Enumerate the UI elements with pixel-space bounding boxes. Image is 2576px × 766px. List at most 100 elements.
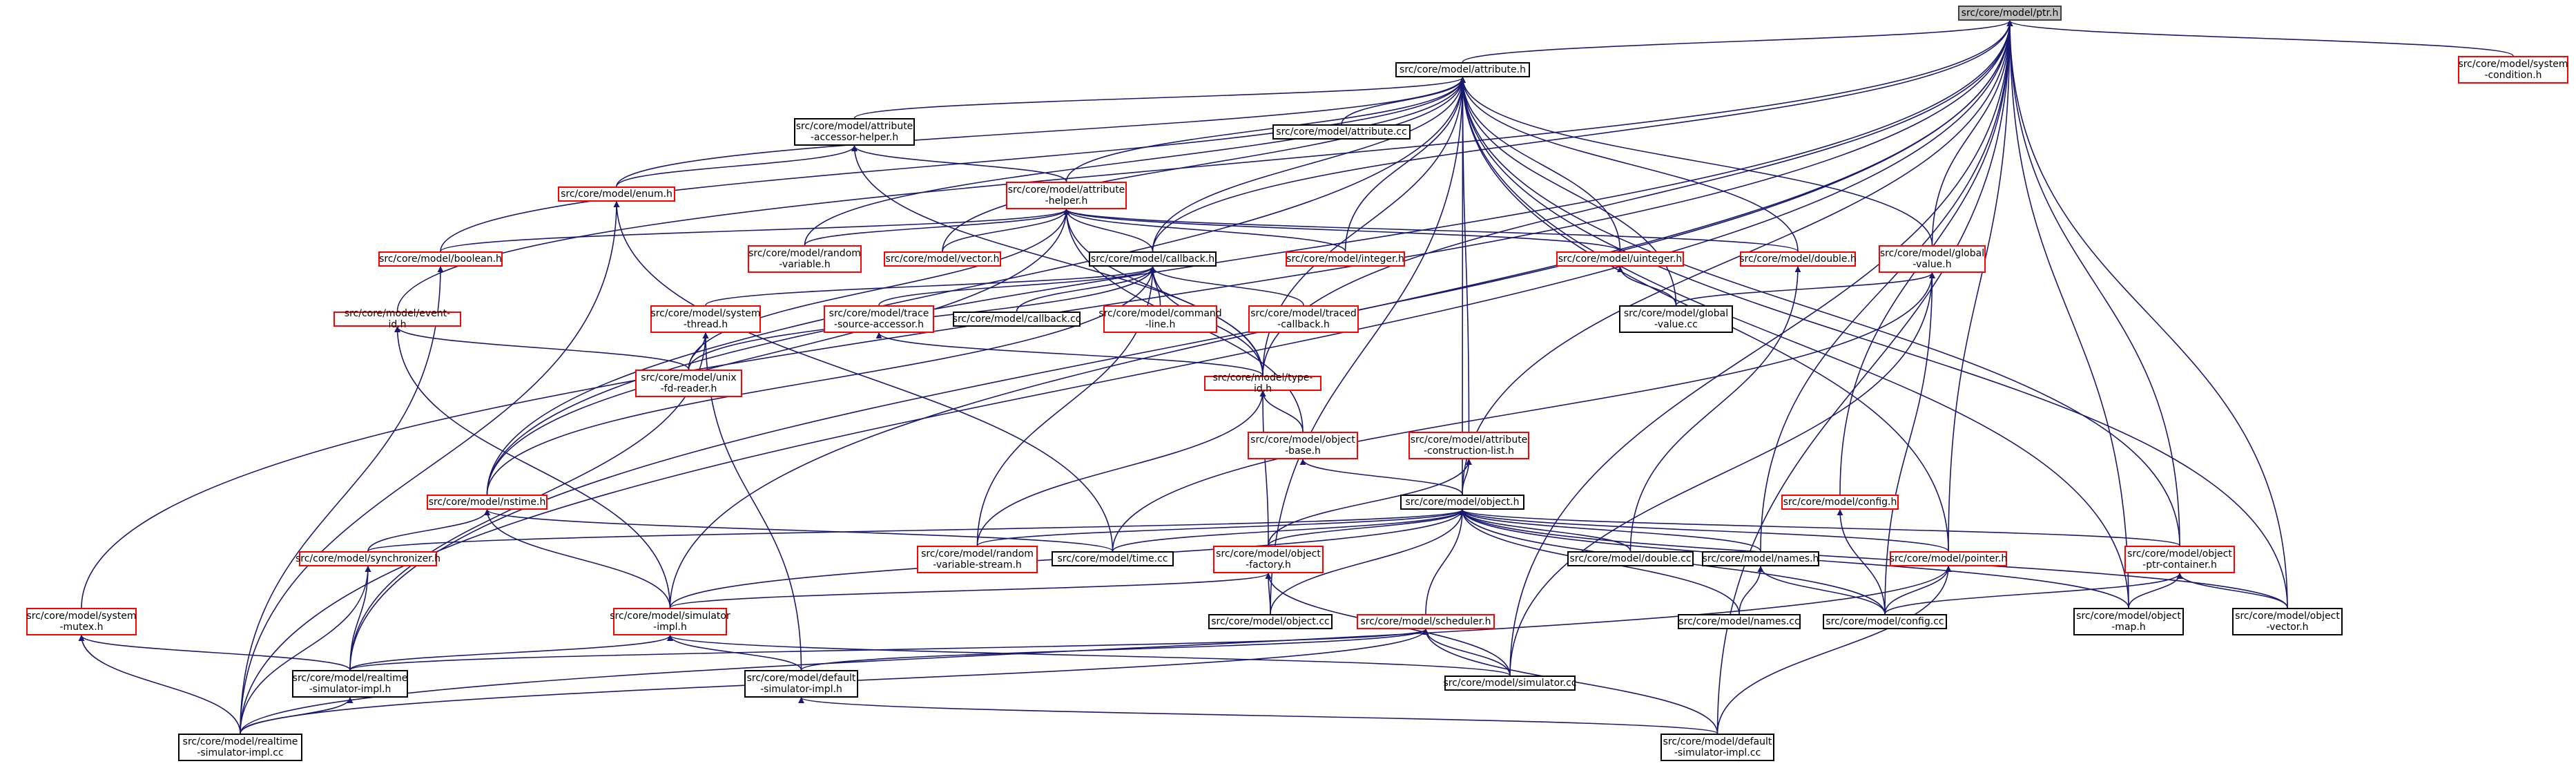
edge-simulator_impl-to-event_id <box>394 326 671 609</box>
node-attribute-h[interactable]: src/core/model/attribute.h <box>1395 62 1530 77</box>
edge-default_simulator_impl_cc-to-default_simulator_impl_h <box>798 697 1718 734</box>
edge-integer-to-attribute_helper <box>1063 209 1346 252</box>
node-object-factory-h[interactable]: src/core/model/object -factory.h <box>1213 546 1324 573</box>
edge-pointer-to-ptr <box>1948 20 2013 552</box>
edge-object_factory-to-type_id <box>1259 390 1269 546</box>
edge-config_cc-to-names <box>1757 566 1886 615</box>
node-unix-fd-reader-h[interactable]: src/core/model/unix -fd-reader.h <box>635 370 742 397</box>
edge-simulator_cc-to-ptr <box>1509 20 2013 676</box>
node-object-ptr-container-h[interactable]: src/core/model/object -ptr-container.h <box>2124 546 2235 573</box>
edge-names_cc-to-names <box>1739 566 1764 615</box>
edge-object_ptr_container-to-ptr <box>2006 20 2180 546</box>
node-callback-cc[interactable]: src/core/model/callback.cc <box>953 312 1081 327</box>
edge-default_simulator_impl_cc-to-ptr <box>1716 20 2013 734</box>
node-object-map-h[interactable]: src/core/model/object -map.h <box>2073 608 2184 635</box>
edge-system_condition-to-ptr <box>2006 20 2514 57</box>
edge-double_cc-to-object <box>1459 509 1631 552</box>
edge-object_ptr_container-to-object <box>1459 509 2180 546</box>
node-callback-h[interactable]: src/core/model/callback.h <box>1089 251 1217 267</box>
node-ptr-h[interactable]: src/core/model/ptr.h <box>1958 6 2062 21</box>
node-pointer-h[interactable]: src/core/model/pointer.h <box>1890 551 2007 566</box>
edge-unix_fd_reader-to-event_id <box>394 326 690 370</box>
edge-vector-to-attribute_helper <box>942 209 1069 252</box>
node-realtime-simulator-impl-h[interactable]: src/core/model/realtime -simulator-impl.… <box>292 670 408 698</box>
node-double-h[interactable]: src/core/model/double.h <box>1739 251 1857 267</box>
edge-scheduler-to-object <box>1425 509 1466 615</box>
node-synchronizer-h[interactable]: src/core/model/synchronizer.h <box>296 551 440 566</box>
node-names-h[interactable]: src/core/model/names.h <box>1702 551 1819 566</box>
node-system-condition-h[interactable]: src/core/model/system -condition.h <box>2458 56 2568 84</box>
node-random-variable-stream-h[interactable]: src/core/model/random -variable-stream.h <box>917 546 1038 573</box>
edge-system_thread-to-callback <box>705 266 1156 306</box>
node-time-cc[interactable]: src/core/model/time.cc <box>1052 551 1174 566</box>
edge-integer-to-attribute <box>1344 77 1466 252</box>
node-attribute-cc[interactable]: src/core/model/attribute.cc <box>1272 124 1411 140</box>
edge-realtime_simulator_impl_cc-to-realtime_simulator_impl_h <box>240 697 354 734</box>
edge-double_cc-to-double <box>1629 266 1801 552</box>
node-system-thread-h[interactable]: src/core/model/system -thread.h <box>650 305 761 333</box>
node-enum-h[interactable]: src/core/model/enum.h <box>558 186 675 202</box>
node-names-cc[interactable]: src/core/model/names.cc <box>1678 614 1801 629</box>
node-attribute-construction-list-h[interactable]: src/core/model/attribute -construction-l… <box>1408 432 1529 459</box>
node-scheduler-h[interactable]: src/core/model/scheduler.h <box>1357 614 1495 629</box>
edge-object_cc-to-object <box>1270 509 1466 615</box>
node-default-simulator-impl-h[interactable]: src/core/model/default -simulator-impl.h <box>744 670 858 698</box>
node-uinteger-h[interactable]: src/core/model/uinteger.h <box>1556 251 1684 267</box>
node-vector-h[interactable]: src/core/model/vector.h <box>884 251 1001 267</box>
node-boolean-h[interactable]: src/core/model/boolean.h <box>378 251 503 267</box>
edge-enum-to-attribute <box>616 77 1466 187</box>
edge-simulator_impl-to-object_factory <box>669 573 1272 609</box>
node-event-id-h[interactable]: src/core/model/event-id.h <box>333 308 461 330</box>
node-traced-callback-h[interactable]: src/core/model/traced -callback.h <box>1248 305 1359 333</box>
node-trace-source-accessor-h[interactable]: src/core/model/trace -source-accessor.h <box>824 305 934 333</box>
edge-realtime_simulator_impl_h-to-ptr <box>349 20 2013 671</box>
edge-nstime-to-attribute_helper <box>486 209 1069 495</box>
node-config-cc[interactable]: src/core/model/config.cc <box>1823 614 1947 629</box>
edge-realtime_simulator_impl_h-to-synchronizer <box>349 566 371 671</box>
edge-unix_fd_reader-to-attribute_helper <box>688 209 1069 370</box>
node-global-value-h[interactable]: src/core/model/global -value.h <box>1879 245 1986 273</box>
edge-config_cc-to-global_value <box>1884 272 1935 615</box>
edge-enum-to-attr_accessor_helper <box>616 145 858 187</box>
edge-object-to-ptr <box>1462 20 2013 495</box>
node-object-vector-h[interactable]: src/core/model/object -vector.h <box>2232 608 2343 635</box>
node-simulator-cc[interactable]: src/core/model/simulator.cc <box>1443 676 1577 691</box>
node-system-mutex-h[interactable]: src/core/model/system -mutex.h <box>26 608 137 635</box>
edge-attribute_helper-to-attribute <box>1065 77 1466 182</box>
edge-time_cc-to-nstime <box>484 509 1114 552</box>
edge-nstime-to-ptr <box>486 20 2013 495</box>
node-command-line-h[interactable]: src/core/model/command -line.h <box>1098 305 1222 333</box>
node-simulator-impl-h[interactable]: src/core/model/simulator -impl.h <box>610 608 730 635</box>
node-double-cc[interactable]: src/core/model/double.cc <box>1567 551 1694 566</box>
node-global-value-cc[interactable]: src/core/model/global -value.cc <box>1619 305 1733 333</box>
node-integer-h[interactable]: src/core/model/integer.h <box>1286 251 1405 267</box>
node-attribute-accessor-helper-h[interactable]: src/core/model/attribute -accessor-helpe… <box>794 118 915 146</box>
edge-uinteger-to-attribute <box>1460 77 1621 252</box>
edge-object_base-to-type_id <box>1259 390 1304 432</box>
edge-type_id-to-attribute_helper <box>1063 209 1263 376</box>
edge-simulator_cc-to-global_value <box>1509 272 1935 676</box>
node-type-id-h[interactable]: src/core/model/type-id.h <box>1204 372 1321 394</box>
node-object-cc[interactable]: src/core/model/object.cc <box>1208 614 1333 629</box>
node-realtime-simulator-impl-cc[interactable]: src/core/model/realtime -simulator-impl.… <box>178 734 302 761</box>
node-object-base-h[interactable]: src/core/model/object -base.h <box>1248 432 1358 459</box>
edge-realtime_simulator_impl_h-to-system_mutex <box>78 635 351 671</box>
node-default-simulator-impl-cc[interactable]: src/core/model/default -simulator-impl.c… <box>1660 734 1774 761</box>
node-config-h[interactable]: src/core/model/config.h <box>1781 495 1899 510</box>
node-random-variable-h[interactable]: src/core/model/random -variable.h <box>748 245 862 273</box>
edge-config_cc-to-config <box>1837 509 1886 615</box>
edge-realtime_simulator_impl_h-to-simulator_impl <box>349 635 673 671</box>
node-attribute-helper-h[interactable]: src/core/model/attribute -helper.h <box>1006 182 1127 209</box>
edge-synchronizer-to-nstime <box>367 509 490 552</box>
node-nstime-h[interactable]: src/core/model/nstime.h <box>427 495 548 510</box>
edge-callback-to-attribute_helper <box>1063 209 1154 252</box>
node-object-h[interactable]: src/core/model/object.h <box>1400 495 1524 510</box>
edge-synchronizer-to-object <box>367 509 1466 552</box>
edge-object-to-attribute <box>1459 77 1466 495</box>
edge-time_cc-to-object <box>1112 509 1466 552</box>
edge-realtime_simulator_impl_cc-to-enum <box>240 201 620 734</box>
edge-attr_accessor_helper-to-attribute <box>853 77 1466 119</box>
edge-object_factory-to-attr_construction_list <box>1268 459 1472 546</box>
